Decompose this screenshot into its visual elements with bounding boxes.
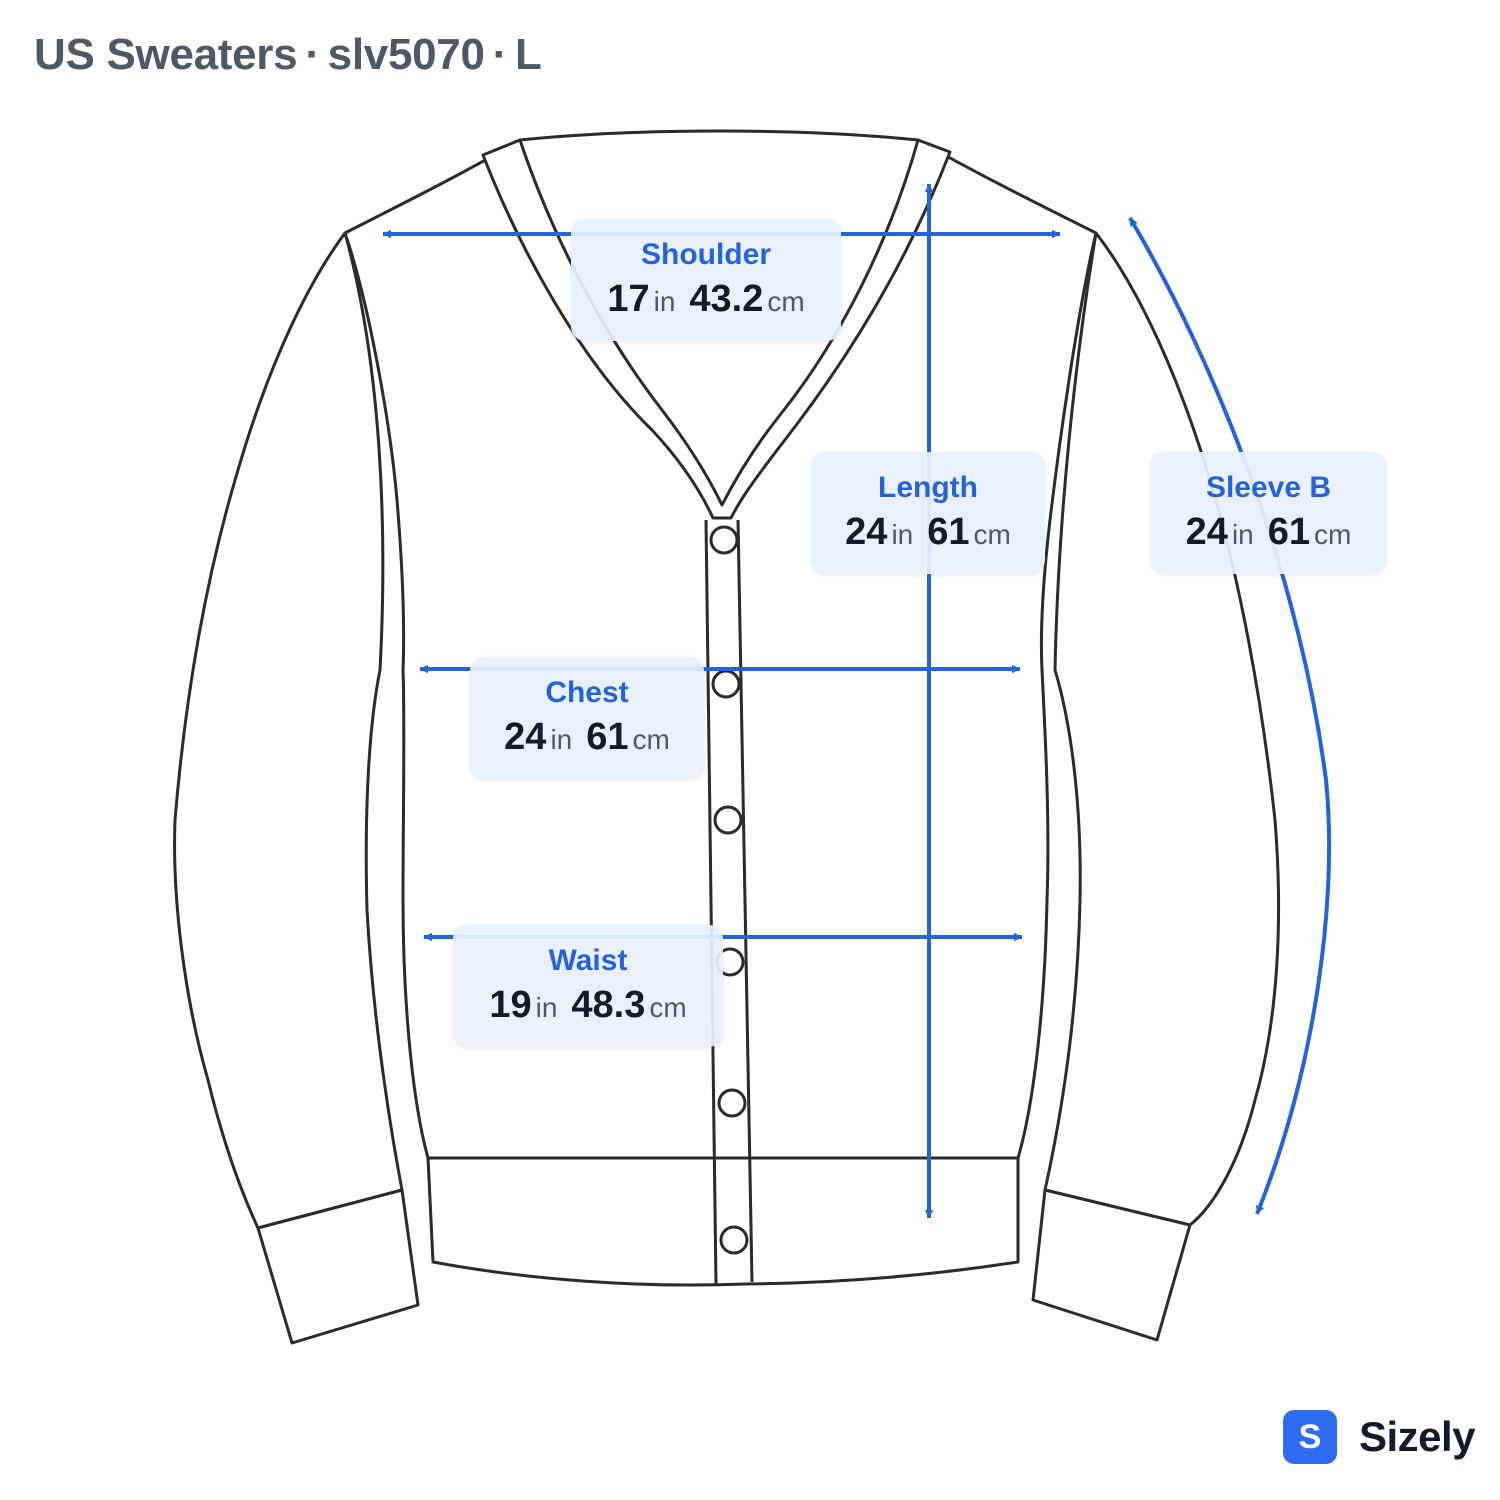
value-in: 24 <box>504 716 547 758</box>
value-cm: 48.3 <box>571 984 646 1026</box>
unit-in: in <box>891 519 914 550</box>
value-in: 19 <box>489 984 532 1026</box>
measurement-name: Sleeve B <box>1205 471 1332 504</box>
brand-name: Sizely <box>1359 1413 1476 1460</box>
measurement-name: Chest <box>545 676 629 709</box>
brand: S Sizely <box>1283 1410 1476 1464</box>
sizely-logo-icon: S <box>1283 1410 1337 1464</box>
unit-cm: cm <box>767 286 805 317</box>
cardigan-body <box>343 129 1098 1160</box>
left-cuff <box>256 1188 420 1345</box>
value-cm: 61 <box>927 511 970 553</box>
title-size: L <box>514 30 542 79</box>
value-in: 24 <box>845 511 888 553</box>
unit-cm: cm <box>973 519 1011 550</box>
value-in: 24 <box>1185 511 1228 553</box>
button-placket <box>704 519 754 1285</box>
unit-in: in <box>653 286 676 317</box>
value-in: 17 <box>607 278 650 320</box>
value-cm: 61 <box>1267 511 1311 553</box>
button <box>719 1225 749 1255</box>
right-cuff <box>1031 1188 1192 1342</box>
title-region: US <box>34 30 95 79</box>
measurement-name: Length <box>878 471 978 504</box>
title-separator: · <box>492 30 508 79</box>
buttons <box>709 525 749 1255</box>
unit-in: in <box>550 724 573 755</box>
button <box>717 1088 747 1118</box>
right-sleeve <box>1043 231 1281 1227</box>
button <box>713 805 743 835</box>
title-model: slv5070 <box>327 30 485 79</box>
value-cm: 43.2 <box>689 278 764 320</box>
unit-cm: cm <box>1314 519 1352 550</box>
button <box>711 669 741 699</box>
value-cm: 61 <box>586 716 629 758</box>
measurement-name: Shoulder <box>640 238 771 271</box>
waistband <box>426 1156 1020 1287</box>
unit-cm: cm <box>632 724 670 755</box>
left-sleeve <box>173 231 404 1230</box>
unit-cm: cm <box>649 992 687 1023</box>
unit-in: in <box>535 992 558 1023</box>
measurement-name: Waist <box>548 944 628 977</box>
unit-in: in <box>1231 519 1254 550</box>
measurement-arrows <box>382 183 1332 1219</box>
sleeve-arrow <box>1128 216 1332 1215</box>
button <box>709 525 739 555</box>
title-category: Sweaters <box>106 30 298 79</box>
page-title: US Sweaters·slv5070·L <box>34 30 542 80</box>
title-separator: · <box>305 30 320 79</box>
